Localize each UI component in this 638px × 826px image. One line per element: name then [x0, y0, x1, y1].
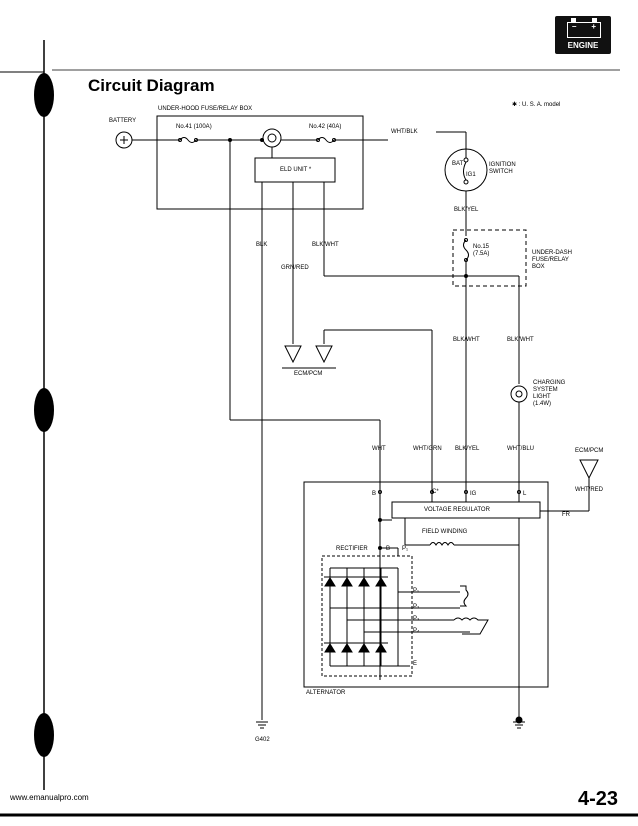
label-p2: P₂	[413, 604, 420, 610]
label-blk-yel-top: BLK/YEL	[454, 207, 479, 213]
binder-hole-middle	[34, 388, 54, 432]
ecm-pcm-connector-2	[315, 345, 333, 364]
page-number: 4-23	[577, 788, 618, 810]
label-blk-wht-right: BLK/WHT	[507, 337, 534, 343]
binder-hole-bottom	[34, 713, 54, 757]
label-charging-1: CHARGING	[533, 380, 566, 386]
ecm-pcm-connector-1	[284, 345, 302, 364]
label-wht: WHT	[372, 446, 386, 452]
label-wht-blk: WHT/BLK	[391, 129, 418, 135]
label-p3: P₃	[413, 616, 420, 622]
battery-icon: – +	[567, 18, 601, 38]
page-title: Circuit Diagram	[88, 76, 215, 95]
label-blk: BLK	[256, 242, 268, 248]
eld-sensor-ring	[262, 128, 282, 148]
label-wht-grn: WHT/GRN	[413, 446, 442, 452]
rectifier-outline	[321, 555, 413, 677]
alternator-ground-dot	[515, 716, 523, 724]
label-terminal-l: L	[523, 491, 527, 497]
label-rectifier-b: B	[386, 546, 391, 552]
label-charging-2: SYSTEM	[533, 387, 558, 393]
model-note: ✱ : U. S. A. model	[512, 102, 561, 108]
ecm-pcm-connector-right	[579, 459, 599, 480]
fuse-15-symbol	[463, 239, 469, 261]
label-p1: P₁	[413, 588, 420, 594]
label-voltage-regulator: VOLTAGE REGULATOR	[424, 507, 490, 513]
label-alternator: ALTERNATOR	[306, 690, 346, 696]
label-fuse-15-1: No.15	[473, 244, 490, 250]
field-winding-coil	[429, 542, 455, 546]
label-ignition-switch-2: SWITCH	[489, 169, 513, 175]
label-underdash-3: BOX	[532, 264, 545, 270]
label-wht-blu: WHT/BLU	[507, 446, 534, 452]
label-fuse-41: No.41 (100A)	[176, 124, 212, 130]
stator-coil-2	[453, 617, 489, 635]
label-rectifier: RECTIFIER	[336, 546, 368, 552]
label-terminal-e: E	[413, 661, 418, 667]
label-terminal-ig: IG	[470, 491, 477, 497]
label-fuse-42: No.42 (40A)	[309, 124, 342, 130]
label-blk-yel-low: BLK/YEL	[455, 446, 480, 452]
diode-symbols	[324, 577, 387, 653]
label-underdash-1: UNDER-DASH	[532, 250, 573, 256]
label-underhood-box: UNDER-HOOD FUSE/RELAY BOX	[158, 106, 253, 112]
label-wht-red: WHT/RED	[575, 487, 603, 493]
label-ig1: IG1	[466, 172, 476, 178]
alternator-outline	[303, 481, 549, 688]
underhood-fuse-box-outline	[156, 115, 364, 210]
engine-section-badge: – + ENGINE	[555, 16, 611, 54]
label-charging-3: LIGHT	[533, 394, 551, 400]
label-blk-wht-eld: BLK/WHT	[312, 242, 339, 248]
battery-minus-sign: –	[572, 22, 577, 31]
binder-hole-top	[34, 73, 54, 117]
label-battery: BATTERY	[109, 118, 137, 124]
voltage-regulator-box	[391, 501, 541, 519]
fuse-42-symbol	[317, 137, 335, 143]
label-eld-unit: ELD UNIT *	[280, 167, 312, 173]
fuse-41-symbol	[179, 137, 197, 143]
battery-plus-sign: +	[591, 22, 596, 31]
label-field-winding: FIELD WINDING	[422, 529, 468, 535]
label-grn-red: GRN/RED	[281, 265, 309, 271]
label-bat: BAT	[452, 161, 464, 167]
label-ignition-switch-1: IGNITION	[489, 162, 516, 168]
label-terminal-fr: FR	[562, 512, 570, 518]
battery-terminal-icon	[592, 18, 597, 22]
battery-terminal-icon	[571, 18, 576, 22]
label-p4: P₄	[413, 628, 420, 634]
stator-coil-1	[460, 585, 469, 607]
label-terminal-c: C*	[432, 489, 439, 495]
charging-light-symbol	[510, 385, 528, 403]
engine-badge-label: ENGINE	[567, 41, 599, 50]
label-blk-wht-mid: BLK/WHT	[453, 337, 480, 343]
label-ecm-pcm-right: ECM/PCM	[575, 448, 604, 454]
label-terminal-b: B	[372, 491, 377, 497]
label-underdash-2: FUSE/RELAY	[532, 257, 569, 263]
label-fuse-15-2: (7.5A)	[473, 251, 490, 257]
label-g402: G402	[255, 737, 270, 743]
underdash-fuse-box-outline	[452, 229, 527, 287]
label-rectifier-p1: P₁	[402, 546, 409, 552]
label-ecm-pcm: ECM/PCM	[294, 371, 323, 377]
footer-website: www.emanualpro.com	[10, 793, 89, 802]
label-charging-4: (1.4W)	[533, 401, 551, 407]
eld-unit-box	[254, 157, 336, 183]
